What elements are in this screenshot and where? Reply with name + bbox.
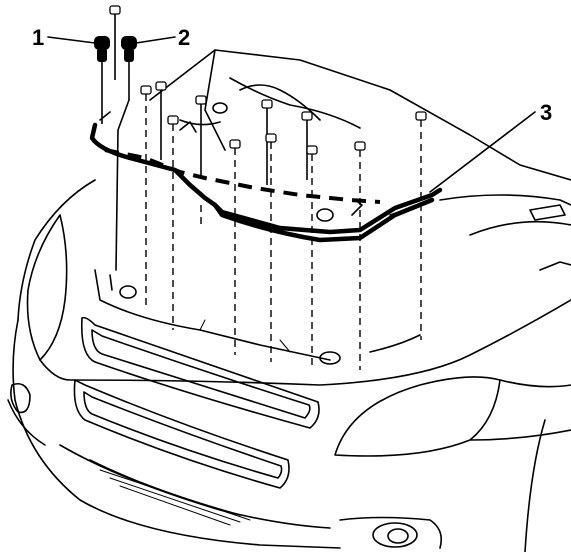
callout-2: 2	[178, 25, 190, 50]
leader-lines	[47, 36, 536, 193]
vehicle-front-end-icon	[7, 49, 571, 552]
bolt-icon	[109, 5, 427, 370]
callout-1: 1	[32, 25, 44, 50]
front-shield-icon	[89, 111, 443, 243]
callout-3: 3	[540, 100, 552, 125]
push-pin-retainer-icon	[94, 36, 137, 271]
